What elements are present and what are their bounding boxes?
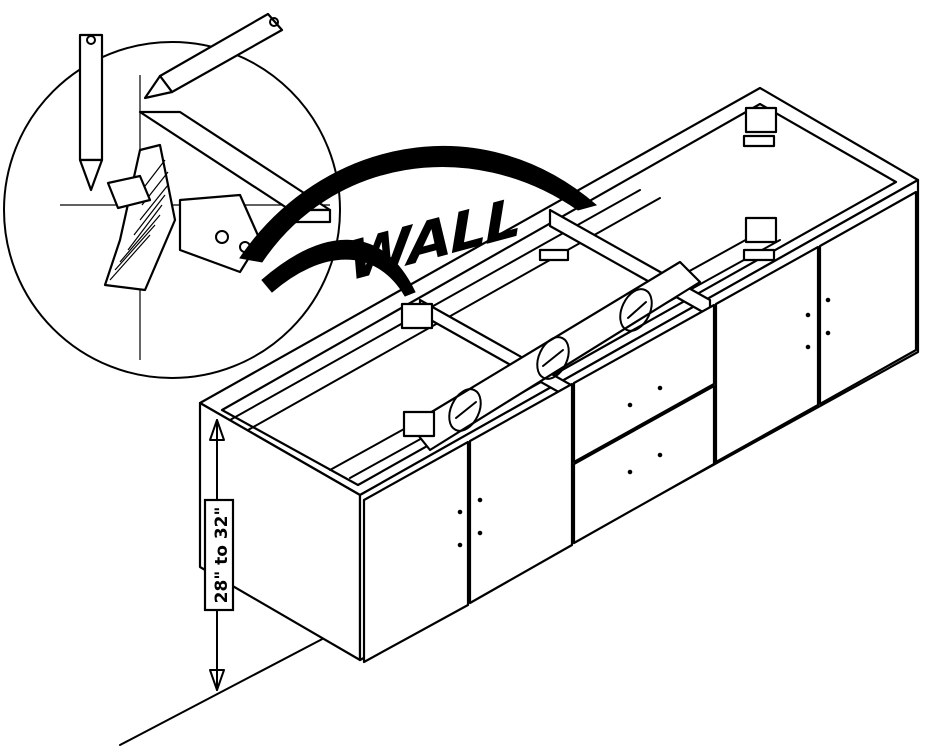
detail-magnifier bbox=[3, 12, 341, 379]
height-dimension: 28" to 32" bbox=[203, 419, 235, 691]
drawer-top bbox=[572, 303, 716, 464]
drawer-bottom bbox=[572, 384, 716, 545]
bracket-2 bbox=[742, 216, 778, 262]
height-label-box bbox=[203, 498, 235, 612]
pencil-diagonal bbox=[143, 12, 284, 100]
callout-arrows bbox=[239, 145, 598, 297]
pencil-vertical bbox=[78, 33, 104, 192]
door-right-2 bbox=[818, 190, 918, 406]
cabinet-fronts bbox=[362, 190, 918, 664]
wall-brackets bbox=[400, 106, 778, 438]
bracket-4 bbox=[402, 410, 436, 438]
height-label: 28" to 32" bbox=[212, 507, 232, 604]
floor-line bbox=[119, 634, 331, 746]
door-left-2 bbox=[468, 382, 574, 605]
spirit-level bbox=[408, 260, 702, 452]
knobs bbox=[457, 297, 831, 548]
bracket-1 bbox=[742, 106, 778, 148]
bracket-3 bbox=[400, 302, 434, 330]
door-right-1 bbox=[714, 245, 820, 464]
bracket-5 bbox=[538, 248, 570, 262]
door-left-1 bbox=[362, 440, 470, 664]
